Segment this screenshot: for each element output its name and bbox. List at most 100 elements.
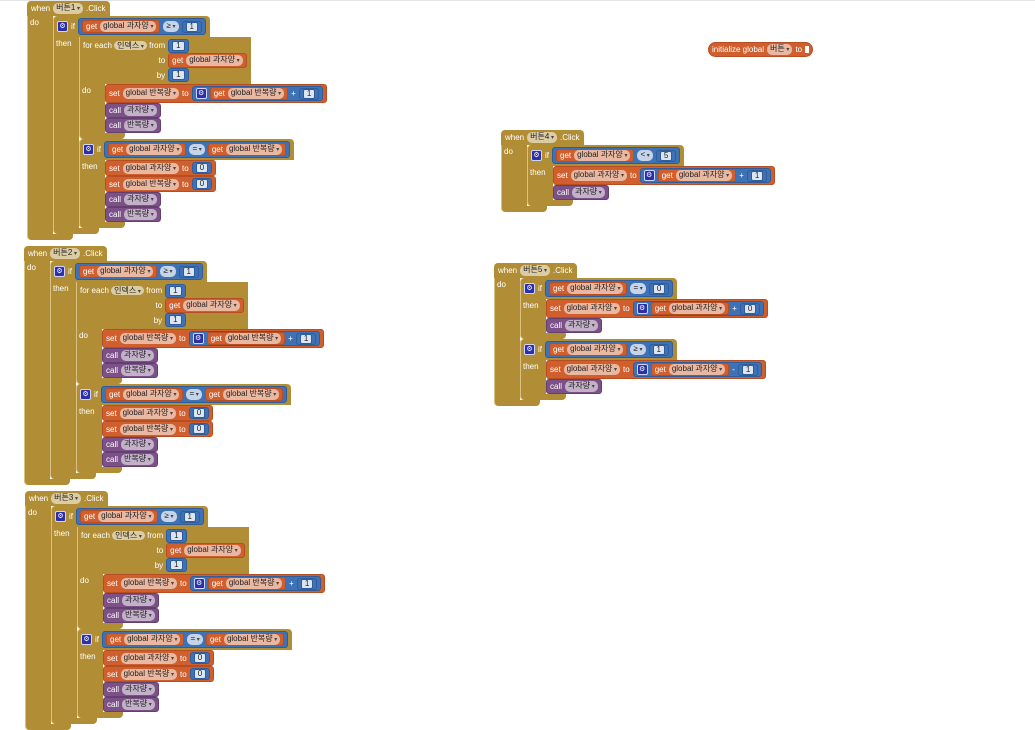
procedure-dropdown[interactable]: 반복량 <box>124 209 157 220</box>
variable-dropdown[interactable]: global 반복량 <box>225 144 283 155</box>
variable-dropdown[interactable]: global 과자양 <box>668 303 726 314</box>
component-dropdown[interactable]: 버튼3 <box>51 493 81 504</box>
variable-dropdown[interactable]: global 과자양 <box>126 144 183 155</box>
number-field[interactable]: 1 <box>302 88 316 99</box>
number-field[interactable]: 0 <box>193 653 207 663</box>
number-field[interactable]: 0 <box>195 163 209 173</box>
variable-dropdown[interactable]: global 반복량 <box>122 88 180 99</box>
number-field[interactable]: 1 <box>169 315 182 325</box>
number-field[interactable]: 1 <box>170 531 183 541</box>
variable-dropdown[interactable]: global 반복량 <box>119 423 177 435</box>
initialize-global-block[interactable]: initialize global 버튼 to <box>708 42 814 57</box>
variable-dropdown[interactable]: global 과자양 <box>183 300 240 311</box>
number-field[interactable]: 5 <box>659 150 673 161</box>
procedure-dropdown[interactable]: 반복량 <box>121 365 154 376</box>
variable-dropdown[interactable]: global 과자양 <box>119 407 177 419</box>
compare-operator-dropdown[interactable]: = <box>630 283 646 294</box>
mutator-gear-icon[interactable]: ⚙ <box>55 511 66 522</box>
mutator-gear-icon[interactable]: ⚙ <box>193 578 205 589</box>
number-block[interactable]: 1 <box>168 68 189 82</box>
number-field[interactable]: 1 <box>185 21 198 32</box>
number-field[interactable]: 0 <box>193 669 207 679</box>
compare-operator-dropdown[interactable]: ≥ <box>161 511 177 522</box>
compare-operator-dropdown[interactable]: = <box>189 144 205 155</box>
number-field[interactable]: 0 <box>192 408 206 418</box>
variable-dropdown[interactable]: global 과자양 <box>567 283 624 294</box>
number-block[interactable]: 1 <box>179 510 200 523</box>
loop-variable-field[interactable]: 인덱스 <box>114 40 147 50</box>
loop-variable-field[interactable]: 인덱스 <box>112 530 145 540</box>
variable-dropdown[interactable]: global 과자양 <box>184 545 241 556</box>
procedure-dropdown[interactable]: 과자량 <box>122 595 155 606</box>
mutator-gear-icon[interactable]: ⚙ <box>57 21 68 32</box>
compare-operator-dropdown[interactable]: ≥ <box>630 344 646 355</box>
procedure-dropdown[interactable]: 과자량 <box>124 105 157 116</box>
procedure-dropdown[interactable]: 과자량 <box>121 350 154 361</box>
number-field[interactable]: 1 <box>741 364 755 375</box>
number-field[interactable]: 0 <box>652 283 666 294</box>
variable-dropdown[interactable]: global 과자양 <box>100 21 157 32</box>
number-block[interactable]: 1 <box>295 332 317 345</box>
number-field[interactable]: 1 <box>170 560 183 570</box>
procedure-dropdown[interactable]: 반복량 <box>121 454 154 465</box>
compare-operator-dropdown[interactable]: = <box>186 389 202 400</box>
loop-variable-field[interactable]: 인덱스 <box>111 285 144 295</box>
number-block[interactable]: 1 <box>166 529 187 543</box>
component-dropdown[interactable]: 버튼1 <box>53 3 83 14</box>
variable-dropdown[interactable]: global 반복량 <box>119 333 177 344</box>
number-block[interactable]: 0 <box>189 668 211 680</box>
procedure-dropdown[interactable]: 과자량 <box>122 684 155 695</box>
mutator-gear-icon[interactable]: ⚙ <box>636 364 648 375</box>
variable-dropdown[interactable]: global 반복량 <box>224 333 282 344</box>
variable-dropdown[interactable]: global 반복량 <box>120 668 178 680</box>
number-block[interactable]: 1 <box>178 265 199 278</box>
variable-dropdown[interactable]: global 과자양 <box>123 389 180 400</box>
number-block[interactable]: 1 <box>165 313 186 327</box>
variable-dropdown[interactable]: global 과자양 <box>563 303 621 314</box>
variable-dropdown[interactable]: global 반복량 <box>227 88 285 99</box>
number-field[interactable]: 1 <box>299 333 313 344</box>
variable-dropdown[interactable]: global 과자양 <box>574 150 631 161</box>
compare-operator-dropdown[interactable]: < <box>637 150 653 161</box>
number-block[interactable]: 0 <box>188 407 210 419</box>
number-block[interactable]: 0 <box>188 423 210 435</box>
mutator-gear-icon[interactable]: ⚙ <box>524 344 535 355</box>
variable-dropdown[interactable]: global 과자양 <box>563 364 621 375</box>
number-field[interactable]: 1 <box>172 70 185 80</box>
procedure-dropdown[interactable]: 반복량 <box>124 120 157 131</box>
procedure-dropdown[interactable]: 과자량 <box>124 194 157 205</box>
mutator-gear-icon[interactable]: ⚙ <box>643 170 655 181</box>
number-block[interactable]: 0 <box>191 162 213 174</box>
